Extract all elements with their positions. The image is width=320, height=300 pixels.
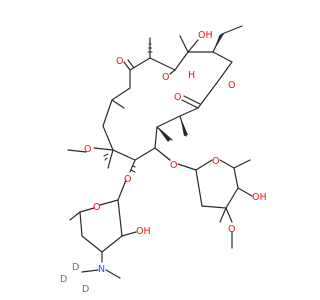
dimethylamino-nitrogen-label: N [98, 264, 105, 275]
right-sugar-bonds [177, 159, 253, 249]
deuterium-label-3: D [82, 284, 89, 295]
glycoside-right-oxygen-label: O [170, 160, 177, 171]
deuterium-label-2: D [60, 274, 67, 285]
left-sugar-bonds [69, 179, 137, 279]
left-sugar-hydroxyl-label: OH [136, 226, 151, 237]
left-sugar-ring-oxygen-label: O [93, 202, 100, 213]
deuterium-label-1: D [72, 262, 79, 273]
substituent-bonds [67, 25, 243, 173]
right-sugar-hydroxyl-label: OH [252, 192, 267, 203]
macrolactone-ring-bonds [102, 51, 233, 161]
methoxy-left-oxygen-label: O [84, 144, 91, 155]
chemical-structure-diagram: O OH O H O O O O O O O OH OH O N D D D [60, 25, 267, 295]
hydroxyl-top-right-label: OH [198, 30, 213, 41]
stereo-wedges [155, 33, 225, 162]
right-sugar-ring-oxygen-label: O [212, 156, 219, 167]
ketone-oxygen-label: O [116, 56, 123, 67]
hydroxyl-mid-hydrogen-label: H [188, 70, 195, 81]
stereo-hashes [103, 43, 153, 173]
hydroxyl-mid-oxygen-label: O [162, 72, 169, 83]
lactone-carbonyl-oxygen-label: O [174, 92, 181, 103]
lactone-ring-oxygen-label: O [228, 80, 235, 91]
glycoside-left-oxygen-label: O [124, 174, 131, 185]
methoxy-right-oxygen-label: O [228, 224, 235, 235]
